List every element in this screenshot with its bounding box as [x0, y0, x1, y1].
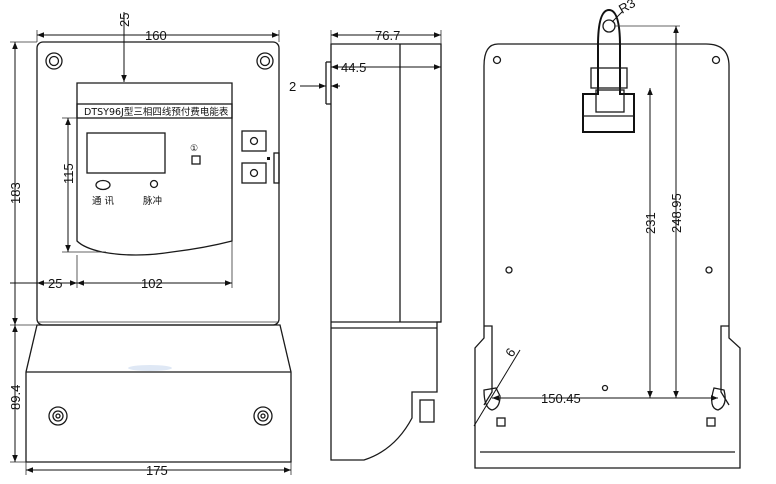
- bracket-slot-upper: [590, 67, 628, 89]
- terminal-cover-outline: [25, 324, 292, 463]
- dim-bottom-width: 175: [146, 463, 168, 478]
- faceplate-header: [76, 103, 233, 119]
- screw-top-left: [45, 52, 63, 70]
- side-clip: [419, 399, 435, 423]
- cover-smudge: [128, 365, 172, 371]
- dim-side-step: 2: [289, 79, 296, 94]
- faceplate-title: DTSY96J型三相四线预付费电能表: [84, 106, 229, 118]
- terminal-dot-top: [249, 136, 259, 146]
- dim-back-height-a: 231: [643, 212, 658, 234]
- back-hole-top-right: [711, 55, 721, 65]
- dim-hole-spacing: 150.45: [541, 391, 581, 406]
- dim-side-depth: 76.7: [375, 28, 400, 43]
- dim-line-slot: [473, 349, 521, 427]
- front-view: DTSY96J型三相四线预付费电能表 ① 通 讯 脉冲 160 25: [8, 12, 292, 478]
- side-view: 76.7 44.5 2: [289, 28, 442, 461]
- back-view: R3 231 248.95 150.45 6: [473, 0, 741, 469]
- back-hole-mid-right: [705, 266, 713, 274]
- screw-bottom-right: [253, 406, 273, 426]
- mount-slot-right: [711, 387, 726, 411]
- terminal-square-bottom: [241, 162, 267, 184]
- pulse-label: 脉冲: [143, 195, 162, 207]
- dim-left-offset: 25: [48, 276, 62, 291]
- dim-slot: 6: [502, 345, 518, 360]
- lcd-display: [86, 132, 166, 174]
- button-symbol: ①: [190, 143, 198, 153]
- hanging-hole: [602, 19, 616, 33]
- mount-tab-left: [496, 417, 506, 427]
- bracket-slot-lower: [595, 89, 625, 113]
- side-body-outline: [330, 43, 442, 461]
- dim-lower-height: 89.4: [8, 385, 23, 410]
- terminal-square-top: [241, 130, 267, 152]
- indicator-dot: [267, 157, 270, 160]
- back-hole-center: [601, 384, 609, 392]
- dim-back-height-b: 248.95: [669, 193, 684, 233]
- dim-top-width: 160: [145, 28, 167, 43]
- dim-panel-width: 102: [141, 276, 163, 291]
- dim-total-height: 183: [8, 182, 23, 204]
- back-hole-top-left: [492, 55, 502, 65]
- comm-port-icon: [95, 179, 111, 191]
- comm-label: 通 讯: [92, 196, 115, 207]
- screw-bottom-left: [48, 406, 68, 426]
- dim-top-offset: 25: [117, 13, 132, 27]
- rail-left: [483, 325, 493, 406]
- dim-side-inner: 44.5: [341, 60, 366, 75]
- side-tab: [273, 152, 280, 184]
- pulse-led-icon: [149, 179, 159, 189]
- hanging-bracket: [582, 8, 635, 133]
- faceplate-outline: [76, 82, 233, 256]
- dim-panel-height: 115: [61, 163, 76, 184]
- mount-tab-right: [706, 417, 716, 427]
- button-square: [191, 155, 201, 165]
- back-hole-mid-left: [505, 266, 513, 274]
- terminal-dot-bottom: [249, 168, 259, 178]
- screw-top-right: [256, 52, 274, 70]
- back-body-outline: [474, 43, 741, 469]
